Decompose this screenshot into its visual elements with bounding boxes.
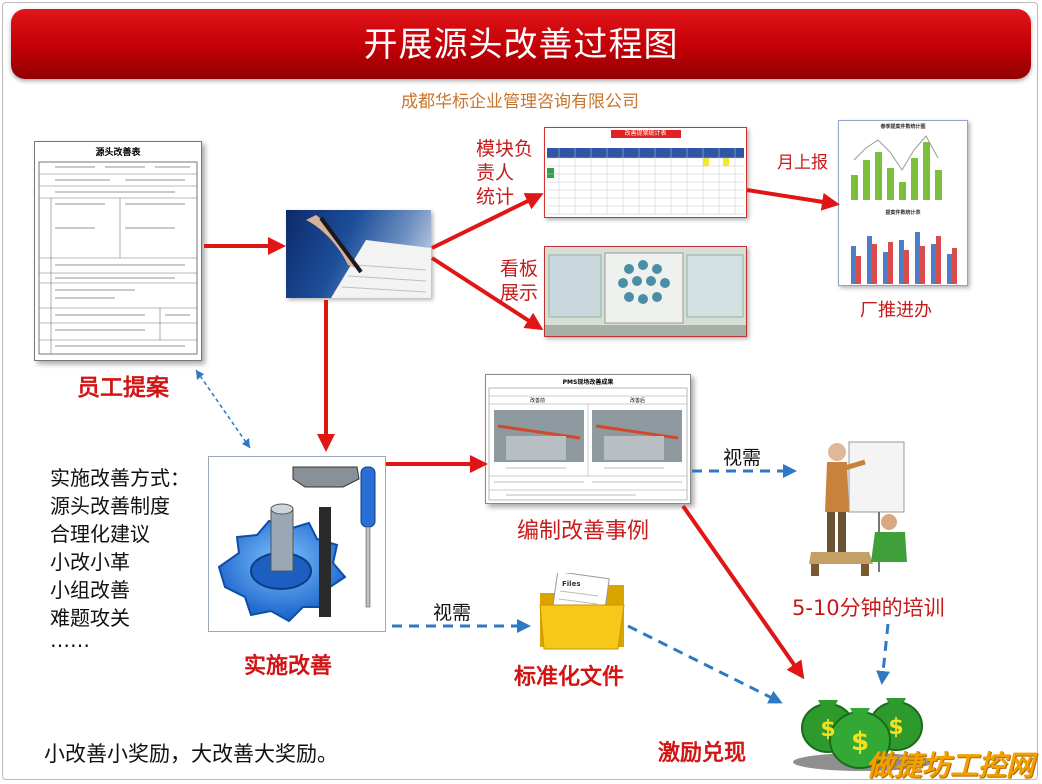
form-grid	[38, 161, 198, 355]
case-sheet-body	[488, 387, 688, 501]
monthly-report-label: 月上报	[777, 153, 828, 173]
arrow-folder-to-incentive	[627, 624, 783, 704]
standard-need-label: 视需	[433, 602, 472, 624]
folder-tag: Files	[562, 580, 581, 588]
board-icon	[545, 247, 746, 336]
board-label-2: 展示	[500, 282, 539, 304]
report-grouped-bar-chart	[851, 232, 957, 284]
module-stats-label-1: 模块负	[476, 138, 534, 160]
gear-tools-icon	[217, 466, 376, 623]
company-subtitle: 成都华标企业管理咨询有限公司	[401, 92, 639, 112]
svg-text:$: $	[851, 727, 869, 757]
implement-caption: 实施改善	[244, 654, 333, 679]
reward-slogan: 小改善小奖励，大改善大奖励。	[44, 742, 338, 766]
method-item-6: ……	[50, 628, 90, 652]
training-illustration	[809, 432, 915, 577]
standard-files-caption: 标准化文件	[514, 665, 625, 690]
implementation-tools-image	[208, 456, 386, 632]
standard-files-folder	[538, 571, 626, 651]
report-charts-image: 春季提案件数统计图 提案件数统计表	[838, 120, 968, 286]
case-before-label: 改善前	[530, 398, 546, 404]
display-board-photo	[544, 246, 747, 337]
arrow-sheet-to-report	[746, 188, 840, 211]
statistics-spreadsheet: 改善提案统计表	[544, 127, 747, 218]
handwriting-photo	[286, 210, 431, 298]
factory-office-caption: 厂推进办	[860, 300, 932, 321]
arrow-case-to-incentive	[681, 504, 805, 680]
incentive-caption: 激励兑现	[658, 741, 747, 766]
arrow-writing-to-sheet	[431, 193, 544, 250]
money-bag-icon: $ $ $	[793, 698, 933, 771]
arrow-writing-to-board	[430, 256, 544, 331]
training-caption: 5-10分钟的培训	[792, 596, 945, 620]
arrow-form-implement-link	[195, 369, 251, 449]
folder-icon	[539, 571, 625, 650]
svg-text:$: $	[888, 715, 903, 740]
module-stats-label-2: 责人	[476, 162, 515, 184]
method-item-5: 难题攻关	[50, 606, 130, 630]
sheet-title: 改善提案统计表	[610, 130, 681, 138]
training-need-label: 视需	[723, 447, 762, 469]
form-title: 源头改善表	[95, 148, 141, 158]
board-label-1: 看板	[500, 258, 539, 280]
watermark: 做捷坊工控网	[866, 749, 1035, 782]
employee-proposal-caption: 员工提案	[77, 375, 169, 401]
improvement-case-document: PMS现场改善成果	[485, 374, 691, 504]
module-stats-label-3: 统计	[476, 186, 515, 208]
page-title: 开展源头改善过程图	[363, 25, 679, 65]
case-sheet-title: PMS现场改善成果	[562, 379, 614, 386]
sheet-grid	[547, 148, 744, 215]
case-after-label: 改善后	[630, 398, 646, 404]
proposal-form-image: 源头改善表	[34, 141, 202, 361]
pen-writing-icon	[306, 215, 431, 298]
arrow-training-to-incentive	[876, 623, 891, 685]
method-item-4: 小组改善	[50, 578, 130, 602]
method-item-1: 源头改善制度	[50, 494, 170, 518]
teacher-icon	[809, 441, 907, 576]
money-bags-image: $ $ $	[788, 678, 938, 772]
case-caption: 编制改善事例	[517, 519, 650, 544]
report-bar-line-chart	[851, 135, 942, 200]
report-chart-title-2: 提案件数统计表	[885, 210, 921, 216]
report-chart-title: 春季提案件数统计图	[880, 124, 926, 130]
svg-text:$: $	[820, 717, 835, 742]
method-item-2: 合理化建议	[50, 522, 150, 546]
methods-title: 实施改善方式：	[50, 466, 190, 490]
title-banner: 开展源头改善过程图	[11, 9, 1031, 79]
method-item-3: 小改小革	[50, 550, 130, 574]
